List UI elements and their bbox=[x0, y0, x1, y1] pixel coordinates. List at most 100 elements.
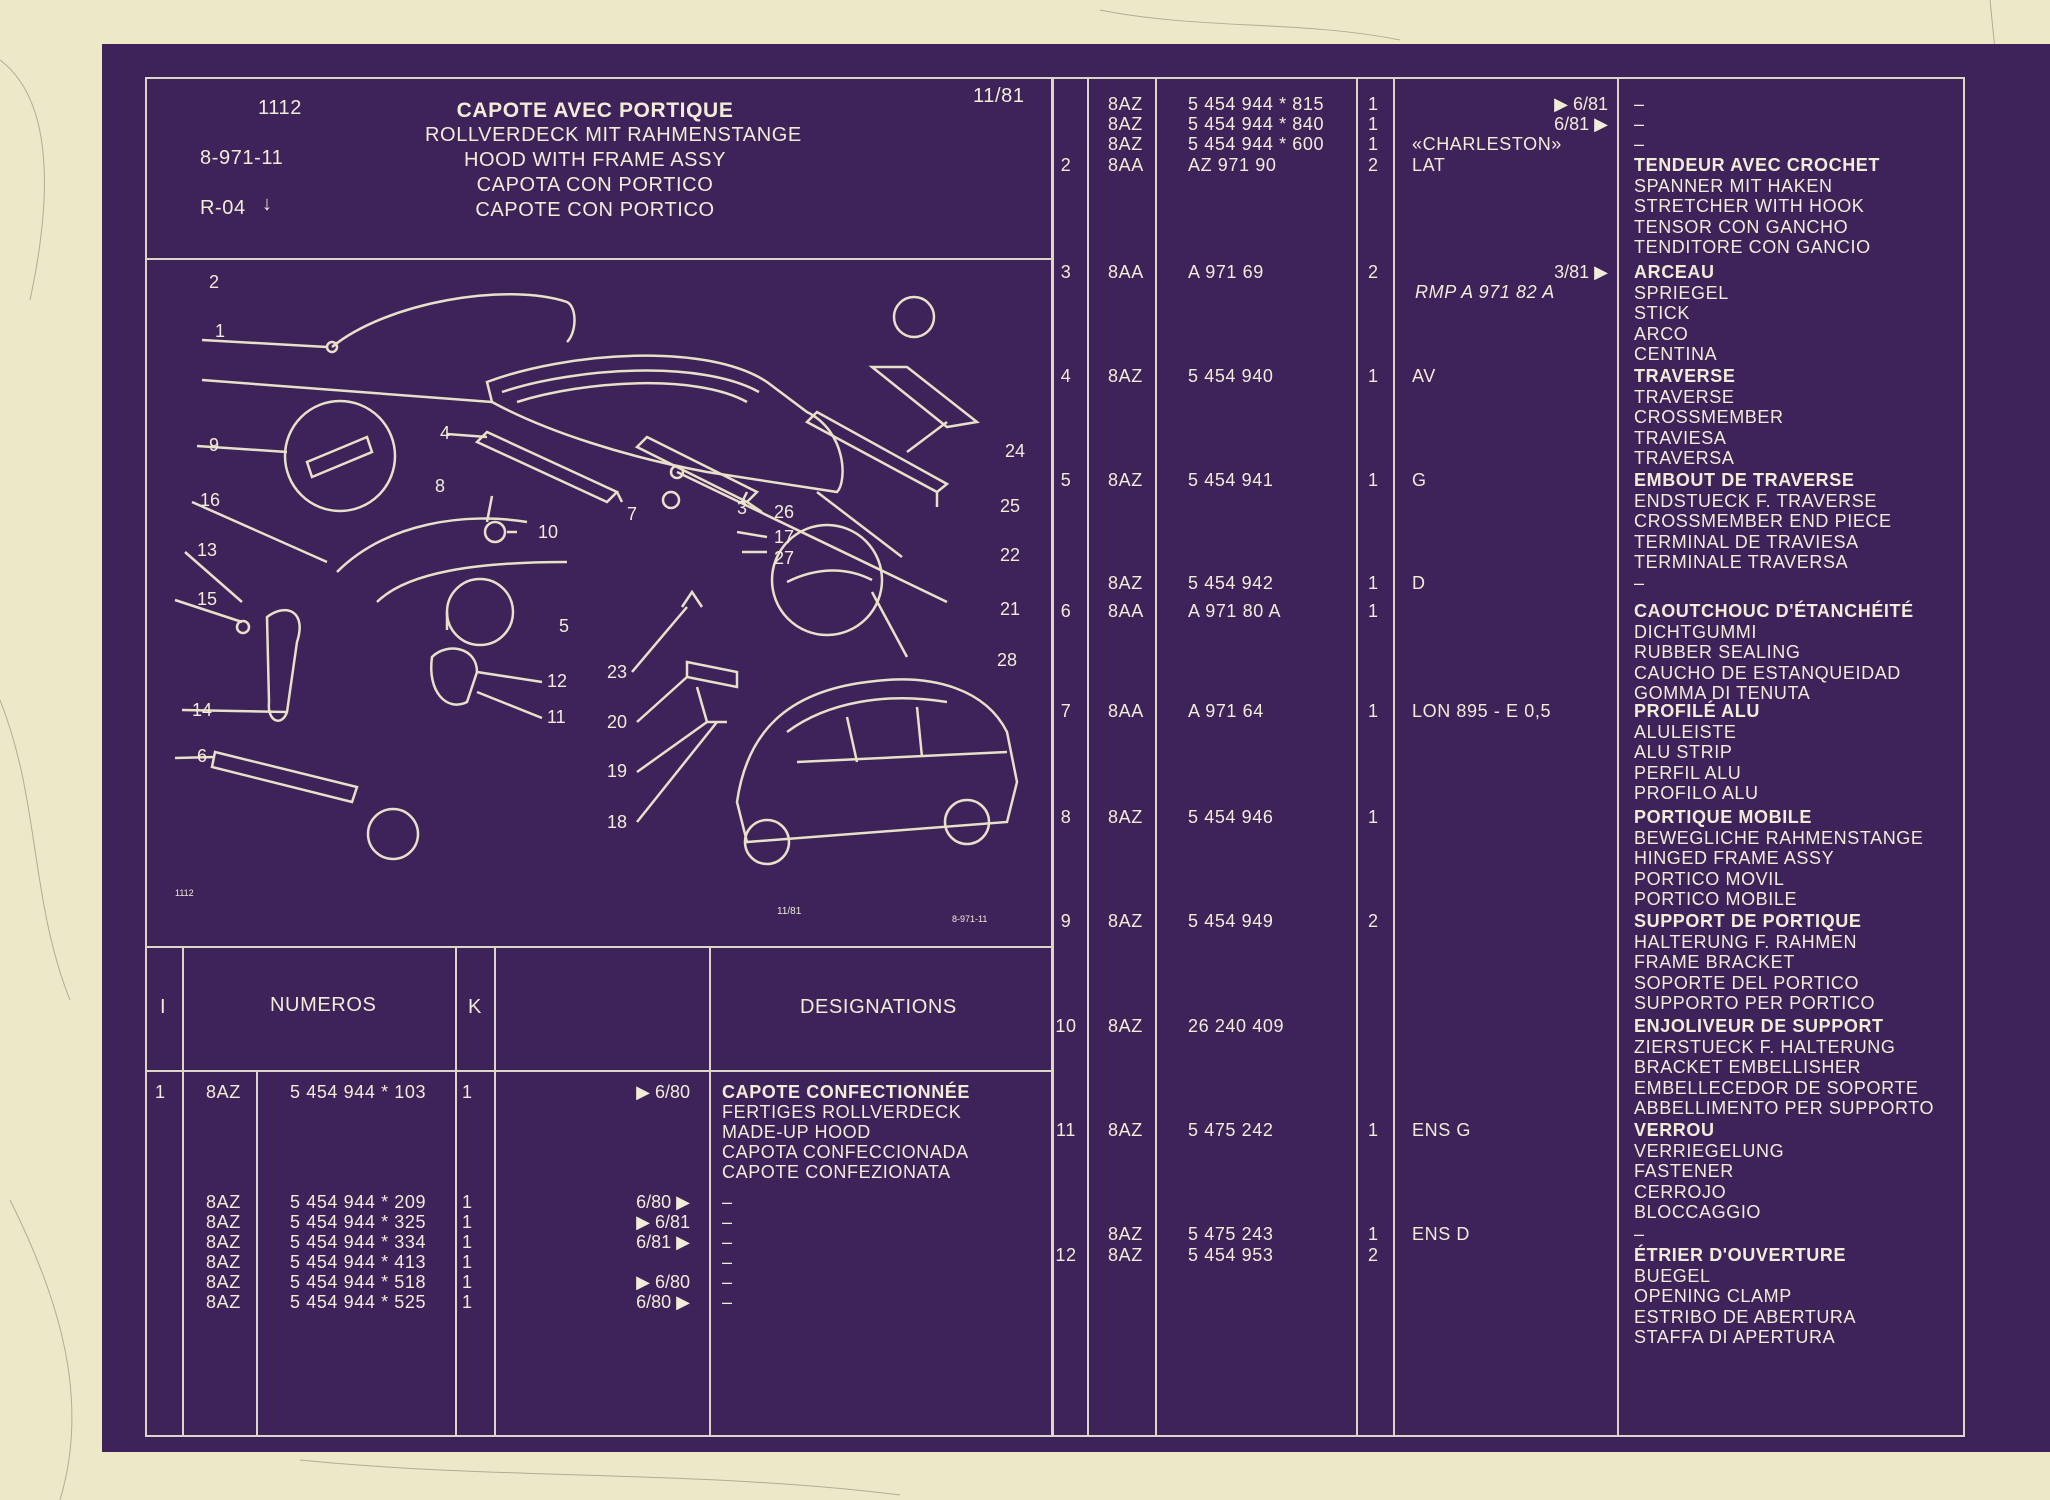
row-index: 1 bbox=[155, 1082, 166, 1102]
part-number: 5 454 944 * 815 bbox=[1188, 94, 1325, 114]
validity-note: 6/80 ▶ bbox=[636, 1192, 690, 1212]
detail-circle-24 bbox=[892, 295, 936, 339]
part-type: 8AZ bbox=[1108, 573, 1143, 593]
title-it: CAPOTE CON PORTICO bbox=[475, 199, 715, 221]
part-number: 26 240 409 bbox=[1188, 1016, 1285, 1036]
part-number: 5 454 944 * 518 bbox=[290, 1272, 427, 1292]
callout-23: 23 bbox=[607, 662, 627, 682]
callout-27: 27 bbox=[774, 548, 794, 568]
designation-text: TERMINALE TRAVERSA bbox=[1634, 552, 1849, 572]
part-type: 8AZ bbox=[1108, 1016, 1143, 1036]
part-type: 8AZ bbox=[206, 1192, 241, 1212]
callout-6: 6 bbox=[197, 746, 207, 766]
designation-text: EMBOUT DE TRAVERSE bbox=[1634, 470, 1855, 490]
designation-text: PORTICO MOBILE bbox=[1634, 889, 1798, 909]
page-number: 1112 bbox=[258, 97, 302, 119]
left-col-designation bbox=[709, 946, 711, 1437]
part-type: 8AA bbox=[1108, 601, 1144, 621]
right-col-num bbox=[1155, 77, 1157, 1437]
designation-text: – bbox=[722, 1292, 733, 1312]
title-es: CAPOTA CON PORTICO bbox=[476, 174, 714, 196]
vertical-divider bbox=[1051, 77, 1054, 1437]
designation-text: ESTRIBO DE ABERTURA bbox=[1634, 1306, 1857, 1327]
designation-text: STRETCHER WITH HOOK bbox=[1634, 196, 1865, 216]
bolt-22 bbox=[669, 464, 685, 480]
column-header-i: I bbox=[160, 996, 167, 1018]
quantity: 1 bbox=[1368, 601, 1379, 621]
validity-note: ▶ 6/81 bbox=[636, 1212, 690, 1232]
part-type: 8AZ bbox=[1108, 366, 1143, 386]
part-type: 8AZ bbox=[1108, 470, 1143, 490]
part-type: 8AA bbox=[1108, 262, 1144, 282]
designation-text: PROFILÉ ALU bbox=[1634, 701, 1760, 721]
designation-text: TRAVIESA bbox=[1634, 427, 1727, 448]
callout-18: 18 bbox=[607, 812, 627, 832]
part-type: 8AZ bbox=[1108, 1224, 1143, 1244]
callout-20: 20 bbox=[607, 712, 627, 732]
part-number: 5 454 944 * 525 bbox=[290, 1292, 427, 1312]
row-index: 11 bbox=[1056, 1120, 1076, 1140]
quantity: 2 bbox=[1368, 155, 1379, 175]
crossmember-rear bbox=[634, 435, 760, 504]
handle-13 bbox=[265, 608, 301, 722]
designation-text: GOMMA DI TENUTA bbox=[1634, 683, 1811, 703]
callout-26: 26 bbox=[774, 502, 794, 522]
designation-text: – bbox=[1634, 573, 1645, 593]
designation-text: – bbox=[1634, 94, 1645, 114]
part-number: 5 454 942 bbox=[1188, 573, 1274, 593]
callout-9: 9 bbox=[209, 435, 219, 455]
part-type: 8AA bbox=[1108, 155, 1144, 175]
designation-text: CAPOTE CONFEZIONATA bbox=[722, 1162, 951, 1182]
detail-circle-5 bbox=[445, 577, 515, 647]
variant-note: ENS D bbox=[1412, 1224, 1471, 1244]
callout-16: 16 bbox=[200, 490, 220, 510]
replacement-ref: RMP A 971 82 A bbox=[1415, 282, 1555, 302]
part-number: 5 454 949 bbox=[1188, 911, 1274, 931]
validity-note: ▶ 6/81 bbox=[1554, 94, 1608, 114]
designation-text: TRAVERSE bbox=[1634, 386, 1735, 407]
right-col-designation bbox=[1617, 77, 1619, 1437]
part-number: 5 454 944 * 600 bbox=[1188, 134, 1325, 154]
designation-text: – bbox=[722, 1272, 733, 1292]
callout-10: 10 bbox=[538, 522, 558, 542]
part-number: A 971 64 bbox=[1188, 701, 1264, 721]
callout-1: 1 bbox=[215, 321, 225, 341]
designation-text: EMBELLECEDOR DE SOPORTE bbox=[1634, 1077, 1919, 1098]
row-index: 2 bbox=[1060, 155, 1072, 175]
column-header-divider bbox=[145, 1070, 1052, 1072]
part-number: 5 475 243 bbox=[1188, 1224, 1274, 1244]
variant-note: G bbox=[1412, 470, 1427, 490]
part-type: 8AZ bbox=[206, 1252, 241, 1272]
designation-text: CROSSMEMBER END PIECE bbox=[1634, 511, 1892, 531]
validity-note: 6/81 ▶ bbox=[1554, 114, 1608, 134]
left-col-k bbox=[455, 946, 457, 1437]
seal-piece bbox=[868, 365, 980, 429]
quantity: 1 bbox=[1368, 366, 1379, 386]
column-header-k: K bbox=[468, 996, 482, 1018]
designation-text: CAPOTE CONFECTIONNÉE bbox=[722, 1082, 971, 1102]
designation-text: – bbox=[1634, 1224, 1645, 1244]
designation-text: TENDEUR AVEC CROCHET bbox=[1634, 155, 1881, 175]
right-col-note bbox=[1393, 77, 1395, 1437]
designation-text: FERTIGES ROLLVERDECK bbox=[722, 1102, 962, 1122]
callout-13: 13 bbox=[197, 540, 217, 560]
designation-text: TRAVERSE bbox=[1634, 366, 1736, 386]
part-type: 8AZ bbox=[206, 1082, 241, 1102]
quantity: 1 bbox=[462, 1252, 473, 1272]
row-index: 5 bbox=[1060, 470, 1072, 490]
title-de: ROLLVERDECK MIT RAHMENSTANGE bbox=[425, 124, 802, 146]
designation-text: ABBELLIMENTO PER SUPPORTO bbox=[1634, 1098, 1935, 1118]
seal-strip bbox=[786, 569, 873, 584]
designation-text: – bbox=[722, 1192, 733, 1212]
variant-note: LON 895 - E 0,5 bbox=[1412, 701, 1552, 721]
part-type: 8AZ bbox=[206, 1212, 241, 1232]
designation-text: CAUCHO DE ESTANQUEIDAD bbox=[1634, 662, 1901, 683]
strip-25 bbox=[804, 410, 950, 494]
car-illustration bbox=[735, 678, 1019, 866]
variant-note: «CHARLESTON» bbox=[1412, 134, 1562, 154]
callout-4: 4 bbox=[440, 423, 450, 443]
callout-15: 15 bbox=[197, 589, 217, 609]
variant-note: ENS G bbox=[1412, 1120, 1472, 1140]
designation-text: ARCEAU bbox=[1634, 262, 1715, 282]
designation-text: SPRIEGEL bbox=[1634, 282, 1729, 303]
